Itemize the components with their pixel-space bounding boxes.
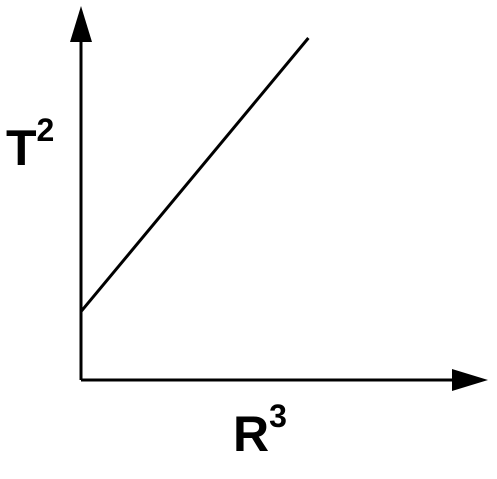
y-axis-label-superscript: 2	[37, 112, 55, 148]
x-axis-label-superscript: 3	[269, 398, 287, 434]
x-axis-label-base: R	[233, 406, 269, 462]
y-axis-arrowhead	[70, 6, 92, 42]
y-axis-label-base: T	[6, 120, 37, 176]
y-axis-label: T2	[6, 112, 54, 176]
x-axis-label: R3	[233, 398, 287, 462]
series-line	[79, 37, 310, 313]
x-axis-arrowhead	[452, 369, 488, 391]
